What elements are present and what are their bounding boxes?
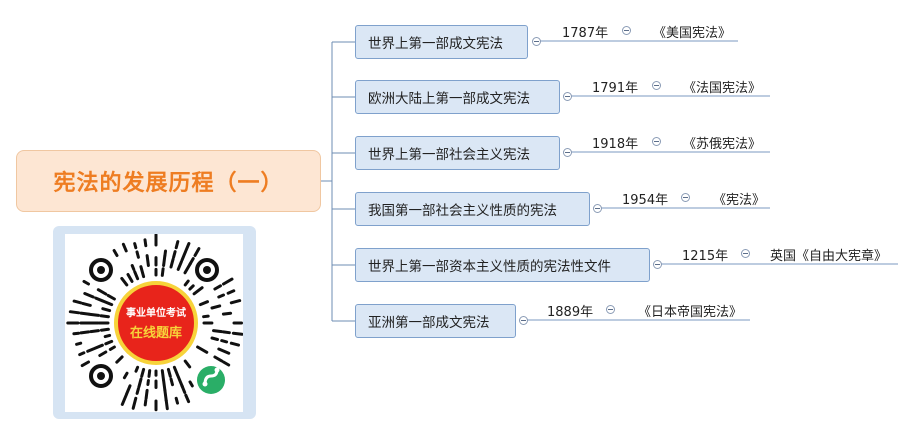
finder-marker-top-right: [195, 258, 219, 282]
branch-label: 世界上第一部资本主义性质的宪法性文件: [368, 259, 611, 275]
qr-caption-line2: 在线题库: [130, 325, 182, 340]
branch-label: 世界上第一部社会主义宪法: [368, 147, 530, 163]
collapse-icon[interactable]: [563, 92, 572, 101]
leaf-year: 1791年: [592, 81, 639, 96]
finder-marker-top-left: [89, 258, 113, 282]
leaf-constitution: 《美国宪法》: [653, 26, 732, 41]
branch-topic-5[interactable]: 世界上第一部资本主义性质的宪法性文件: [355, 248, 650, 282]
leaf-constitution: 《日本帝国宪法》: [638, 305, 743, 320]
leaf-constitution: 英国《自由大宪章》: [770, 249, 888, 264]
collapse-icon[interactable]: [622, 26, 631, 35]
collapse-icon[interactable]: [519, 316, 528, 325]
branch-topic-6[interactable]: 亚洲第一部成文宪法: [355, 304, 516, 338]
qr-pattern: [66, 233, 244, 412]
branch-label: 亚洲第一部成文宪法: [368, 315, 490, 331]
collapse-icon[interactable]: [652, 137, 661, 146]
qr-code-graphic: 事业单位考试 在线题库: [66, 233, 244, 412]
leaf-constitution: 《法国宪法》: [683, 81, 762, 96]
qr-caption-line1: 事业单位考试: [126, 306, 186, 319]
leaf-year: 1918年: [592, 137, 639, 152]
branch-topic-4[interactable]: 我国第一部社会主义性质的宪法: [355, 192, 590, 226]
leaf-year: 1787年: [562, 26, 609, 41]
collapse-icon[interactable]: [741, 249, 750, 258]
branch-label: 我国第一部社会主义性质的宪法: [368, 203, 557, 219]
branch-topic-1[interactable]: 世界上第一部成文宪法: [355, 25, 528, 59]
branch-topic-3[interactable]: 世界上第一部社会主义宪法: [355, 136, 560, 170]
collapse-icon[interactable]: [653, 260, 662, 269]
root-topic[interactable]: 宪法的发展历程（一）: [16, 150, 321, 212]
branch-label: 世界上第一部成文宪法: [368, 36, 503, 52]
root-title: 宪法的发展历程（一）: [53, 171, 284, 196]
collapse-icon[interactable]: [563, 148, 572, 157]
finder-marker-bottom-left: [89, 364, 113, 388]
collapse-icon[interactable]: [681, 193, 690, 202]
leaf-year: 1954年: [622, 193, 669, 208]
qr-code[interactable]: 事业单位考试 在线题库: [65, 233, 244, 412]
leaf-constitution: 《宪法》: [713, 193, 766, 208]
mini-program-icon: [197, 366, 225, 394]
leaf-year: 1889年: [547, 305, 594, 320]
collapse-icon[interactable]: [606, 305, 615, 314]
collapse-icon[interactable]: [532, 37, 541, 46]
collapse-icon[interactable]: [652, 81, 661, 90]
collapse-icon[interactable]: [593, 204, 602, 213]
leaf-year: 1215年: [682, 249, 729, 264]
branch-topic-2[interactable]: 欧洲大陆上第一部成文宪法: [355, 80, 560, 114]
qr-center-badge: [114, 281, 198, 365]
qr-code-frame: 事业单位考试 在线题库: [53, 226, 256, 419]
leaf-constitution: 《苏俄宪法》: [683, 137, 762, 152]
branch-label: 欧洲大陆上第一部成文宪法: [368, 91, 530, 107]
